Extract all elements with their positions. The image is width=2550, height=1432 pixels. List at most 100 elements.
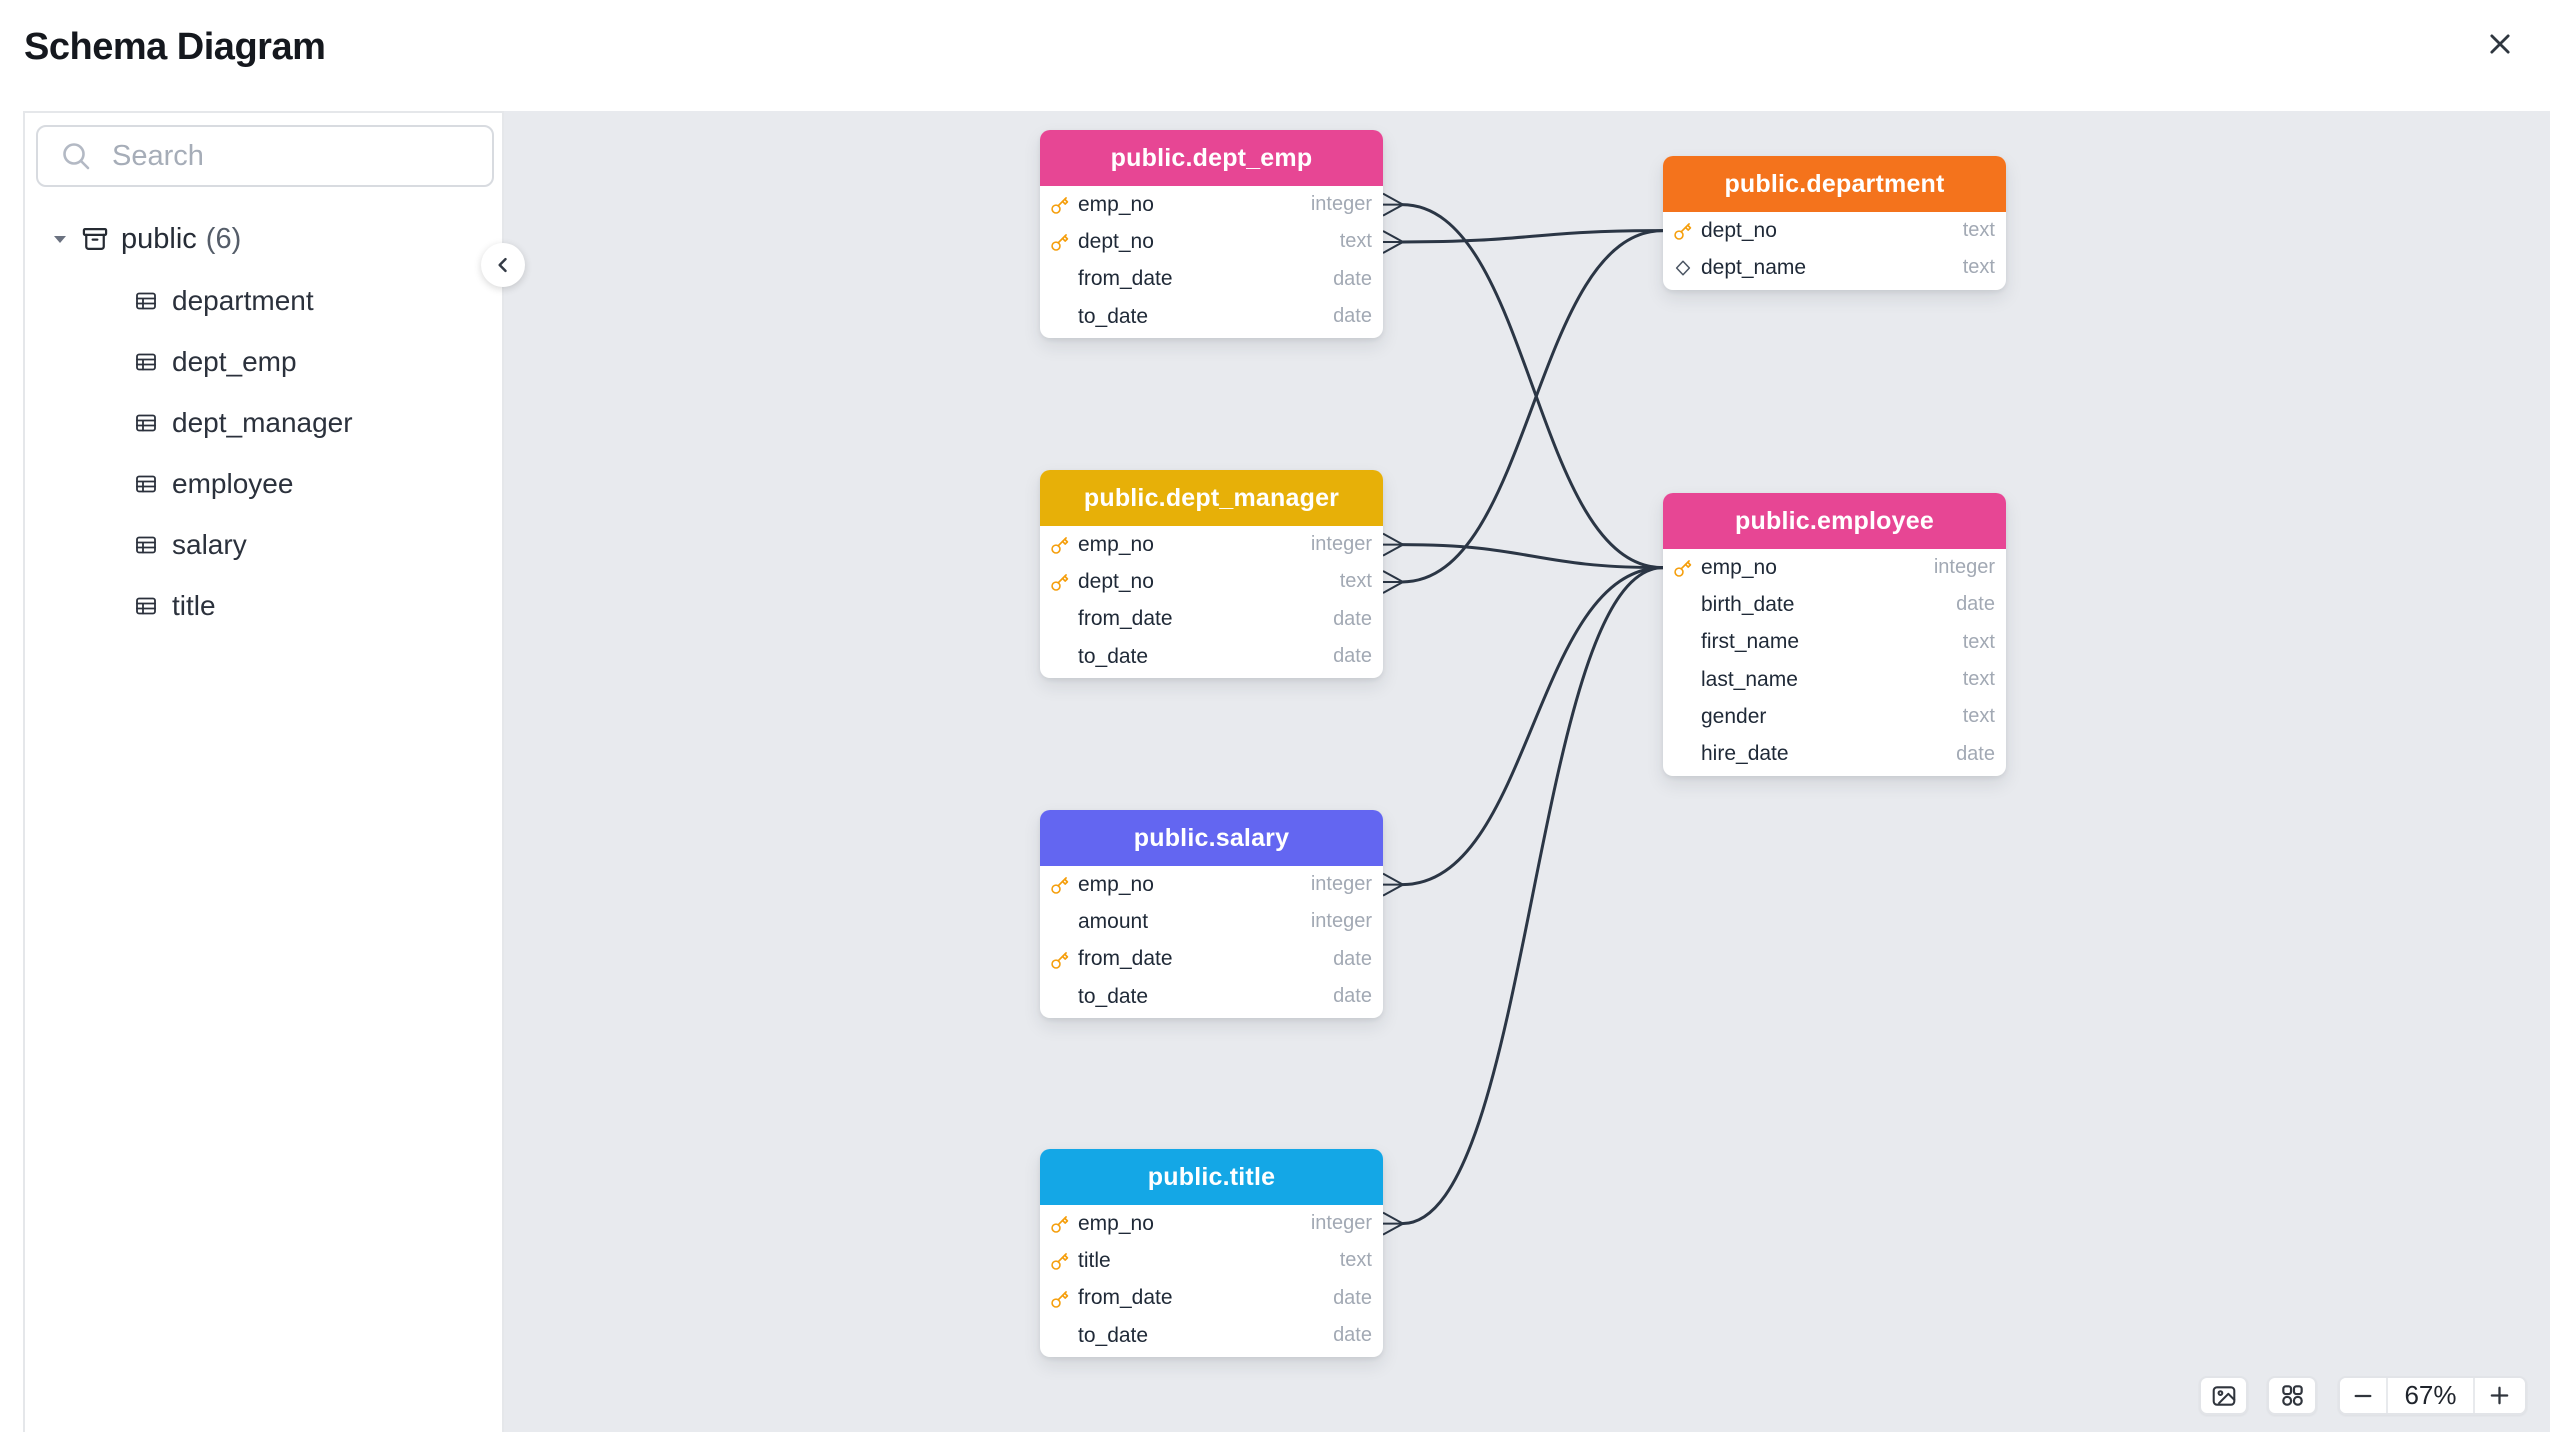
crows-foot [1382,570,1404,583]
sidebar-item-dept_emp[interactable]: dept_emp [25,342,502,382]
table-icon [134,533,158,557]
column-name: to_date [1078,984,1149,1008]
column-name: emp_no [1701,555,1777,579]
no-icon [1672,705,1693,729]
crows-foot [1382,1222,1404,1236]
no-icon [1049,910,1070,934]
sidebar-item-department[interactable]: department [25,281,502,321]
crows-foot [1382,872,1404,886]
sidebar-table-list: department dept_emp dept_manager employe… [25,281,502,626]
column-type: text [1339,230,1372,253]
layout-grid-icon [2280,1383,2305,1408]
column-type: date [1333,267,1372,290]
column-type: integer [1310,1212,1372,1235]
page-title: Schema Diagram [24,26,326,68]
column-type: date [1333,947,1372,970]
sidebar-item-dept_manager[interactable]: dept_manager [25,403,502,443]
search-input[interactable] [36,125,494,187]
column-type: date [1333,1286,1372,1309]
sidebar-table-label: dept_emp [172,346,297,377]
column-row-emp_no: emp_no integer [1663,549,2006,586]
zoom-in-button[interactable] [2473,1378,2523,1413]
no-icon [1049,305,1070,329]
column-name: from_date [1078,607,1173,631]
crows-foot [1382,581,1404,594]
table-icon [134,350,158,374]
close-button[interactable] [2480,24,2520,64]
column-name: title [1078,1248,1111,1272]
column-name: to_date [1078,644,1149,668]
table-node-header[interactable]: public.department [1663,156,2006,212]
export-image-button[interactable] [2199,1376,2248,1415]
no-icon [1049,1324,1070,1348]
edge-dept_manager-department [1400,229,1665,584]
column-type: text [1962,256,1995,279]
sidebar-table-label: department [172,285,314,316]
zoom-out-button[interactable] [2340,1378,2388,1413]
column-name: from_date [1078,947,1173,971]
column-name: emp_no [1078,532,1154,556]
sidebar-item-employee[interactable]: employee [25,464,502,504]
sidebar-table-label: salary [172,529,247,560]
crows-foot [1382,532,1404,546]
table-node-header[interactable]: public.employee [1663,493,2006,549]
crows-foot [1382,241,1404,254]
auto-layout-button[interactable] [2267,1376,2317,1415]
column-name: amount [1078,909,1149,933]
column-row-to_date: to_date date [1040,298,1383,335]
key-icon [1049,1212,1070,1236]
no-icon [1672,742,1693,766]
table-node-dept_manager[interactable]: public.dept_manager emp_no integer dept_no… [1040,470,1383,679]
sidebar-item-title[interactable]: title [25,586,502,626]
table-icon [134,594,158,618]
column-type: text [1962,630,1995,653]
column-name: emp_no [1078,1211,1154,1235]
no-icon [1049,645,1070,669]
image-icon [2211,1383,2237,1409]
column-name: dept_no [1701,218,1777,242]
edge-dept_emp-department [1400,229,1665,244]
column-name: dept_name [1701,255,1807,279]
crows-foot [1382,1211,1404,1225]
crows-foot [1382,230,1404,243]
sidebar-schema-public[interactable]: public (6) [25,219,502,259]
table-node-header[interactable]: public.salary [1040,810,1383,866]
column-type: date [1333,305,1372,328]
key-icon [1049,230,1070,254]
column-row-emp_no: emp_no integer [1040,526,1383,563]
crows-foot [1382,883,1404,897]
crows-foot [1382,192,1404,206]
column-row-emp_no: emp_no integer [1040,1205,1383,1242]
table-node-header[interactable]: public.title [1040,1149,1383,1205]
column-type: integer [1310,533,1372,556]
column-type: text [1339,570,1372,593]
collapse-sidebar-button[interactable] [481,243,525,287]
sidebar: public (6) department dept_emp dept_mana… [23,111,504,1432]
column-type: integer [1933,556,1995,579]
key-icon [1672,556,1693,580]
column-name: to_date [1078,304,1149,328]
no-icon [1049,607,1070,631]
sidebar-item-salary[interactable]: salary [25,525,502,565]
table-node-header[interactable]: public.dept_emp [1040,130,1383,186]
column-type: date [1956,593,1995,616]
sidebar-table-label: employee [172,468,294,499]
table-node-header[interactable]: public.dept_manager [1040,470,1383,526]
caret-down-icon[interactable] [52,233,68,245]
